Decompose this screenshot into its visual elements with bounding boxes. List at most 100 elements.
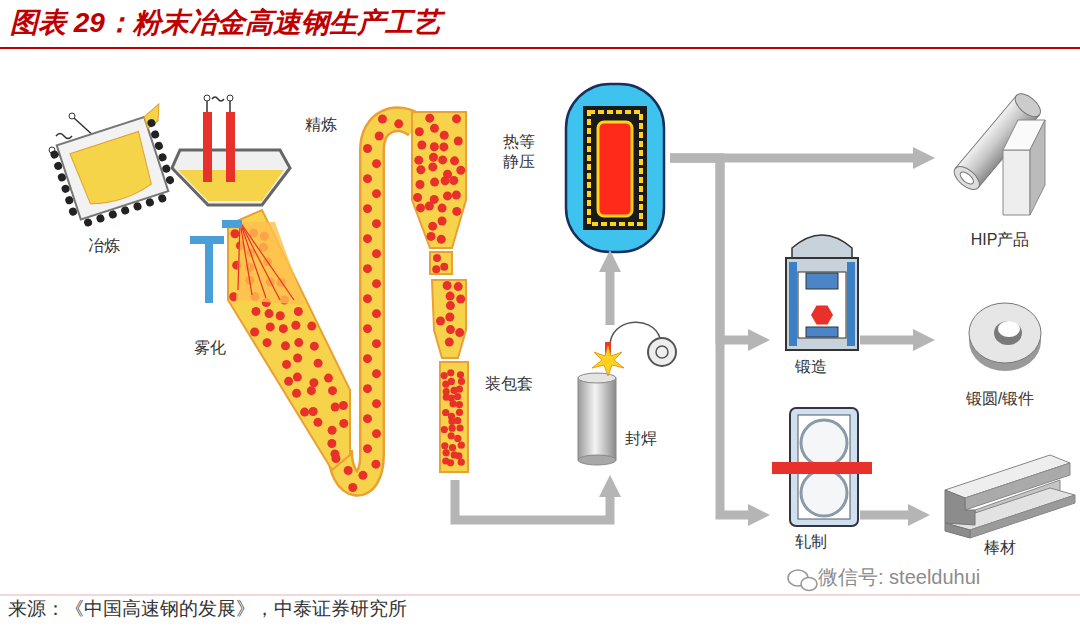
powder-system-part (456, 409, 463, 416)
forging-press-part (847, 262, 855, 346)
process-stage: 装包套 (435, 368, 555, 480)
induction-coil-part (108, 209, 118, 219)
powder-system-part (439, 142, 448, 151)
induction-coil-part (146, 118, 156, 128)
powder-system-part (372, 369, 381, 378)
induction-coil-part (95, 213, 105, 223)
stage-label: 封焊 (625, 429, 657, 449)
powder-system-part (441, 442, 448, 449)
rule-lines-part (0, 47, 1080, 49)
figure-title-box: 图表 29：粉末冶金高速钢生产工艺 (10, 6, 441, 40)
forging-press-part (811, 306, 833, 325)
powder-system-part (372, 189, 381, 198)
process-stage: 锻造 (770, 225, 860, 385)
powder-system-part (430, 142, 439, 151)
powder-system-part (294, 307, 303, 316)
powder-system-part (440, 263, 448, 271)
powder-system-part (440, 131, 449, 140)
connectors (455, 158, 913, 520)
powder-system-part (448, 432, 455, 439)
melting-furnace-part-part (142, 104, 165, 129)
powder-system-part (450, 156, 459, 165)
powder-system-part (449, 176, 458, 185)
powder-system-part (457, 371, 464, 378)
powder-system-part (363, 444, 372, 453)
powder-system-part (372, 399, 381, 408)
forged-ring-part (998, 321, 1020, 337)
powder-system-part (454, 137, 463, 146)
powder-system-part (372, 339, 381, 348)
forging-press-part (786, 258, 858, 350)
seal-welding-part (578, 378, 616, 460)
powder-system-part (314, 359, 323, 368)
induction-coil-part (145, 197, 155, 207)
hip-vessel-part (566, 84, 664, 252)
powder-system-part (372, 219, 381, 228)
induction-coil-part (165, 175, 175, 185)
powder-system-part (228, 210, 350, 470)
hip-products-part (1003, 150, 1030, 215)
refining-vessel-part (203, 112, 212, 182)
powder-system-part (348, 483, 357, 492)
source-note: 来源：《中国高速钢的发展》，中泰证券研究所 (8, 598, 407, 621)
powder-system-part (358, 471, 367, 480)
flow-arrow (670, 158, 748, 340)
induction-coil-part (132, 201, 142, 211)
powder-system-part (449, 444, 456, 451)
powder-system-part (448, 378, 455, 385)
powder-system-part (430, 124, 439, 133)
powder-system-part (449, 425, 456, 432)
powder-system-part (452, 207, 461, 216)
powder-system-part (441, 176, 450, 185)
wechat-icon-part (801, 578, 817, 591)
powder-system-part (327, 439, 336, 448)
process-stage: 锻圆/锻件 (935, 295, 1065, 430)
powder-system-part (363, 324, 372, 333)
forged-ring (969, 303, 1041, 371)
hip-products (950, 89, 1045, 215)
forging-press-part (789, 262, 797, 346)
powder-system-part (443, 281, 452, 290)
powder-system-part (432, 265, 440, 273)
powder-system-part (307, 322, 316, 331)
powder-system-part (378, 114, 387, 123)
powder-system-part (263, 338, 272, 347)
powder-system-part (372, 159, 381, 168)
powder-system-part (340, 119, 416, 483)
forged-ring-part (994, 321, 1022, 345)
powder-system-part (456, 401, 463, 408)
induction-coil-part (120, 205, 130, 215)
induction-coil-part (150, 129, 160, 139)
stage-label: 轧制 (795, 532, 827, 552)
seal-welding-part (578, 373, 616, 383)
atomizer-spray (236, 222, 305, 305)
powder-system-part (458, 459, 465, 466)
refining-vessel-part (204, 95, 210, 101)
powder-system-part (372, 279, 381, 288)
powder-system-part (454, 282, 463, 291)
powder-system-part (394, 119, 403, 128)
powder-system-part (452, 114, 461, 123)
powder-system-part (294, 338, 303, 347)
powder-system-part (331, 403, 340, 412)
refining-vessel (172, 95, 290, 303)
powder-system-part (372, 309, 381, 318)
powder-system-part (441, 372, 448, 379)
seal-welding-part (648, 338, 676, 366)
powder-system-part (292, 389, 301, 398)
process-stage: 封焊 (565, 325, 695, 475)
powder-system-part (372, 249, 381, 258)
powder-system-part (328, 426, 337, 435)
refining-vessel-part (222, 220, 242, 228)
powder-system-part (331, 454, 340, 463)
flow-arrow (455, 480, 610, 520)
powder-system-part (452, 190, 461, 199)
powder-system-part (446, 325, 455, 334)
forged-ring-part (969, 303, 1041, 363)
powder-system-part (372, 429, 381, 438)
powder-system-part (413, 193, 422, 202)
refining-vessel-part (212, 97, 224, 101)
powder-system-part (455, 452, 462, 459)
induction-coil (49, 118, 179, 231)
